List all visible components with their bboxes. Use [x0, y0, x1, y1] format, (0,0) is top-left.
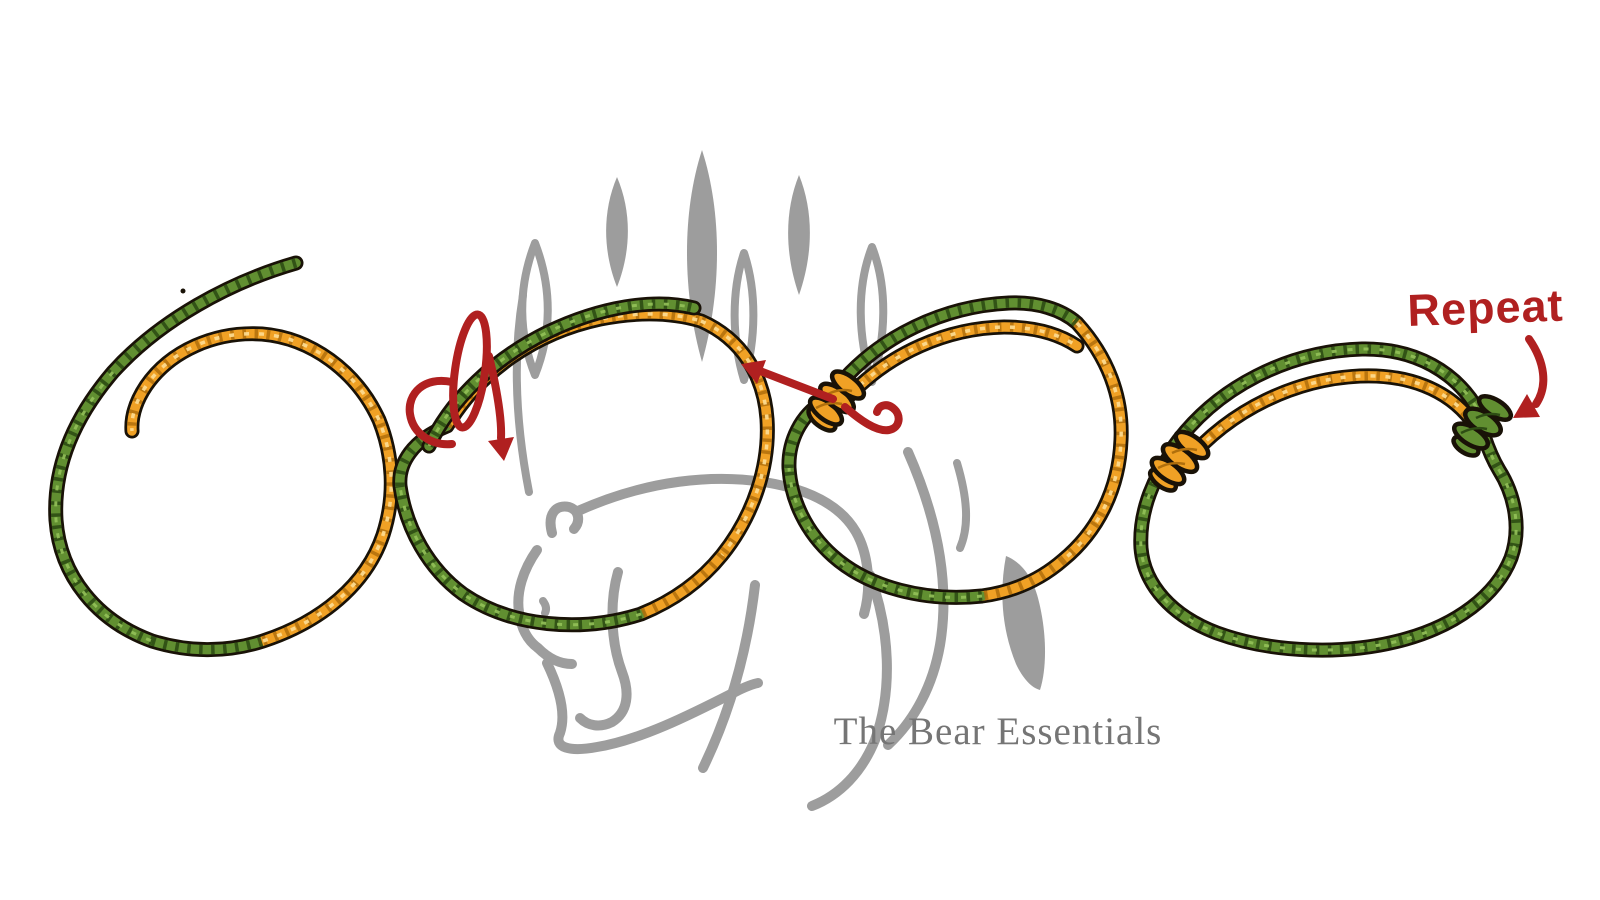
- knot-hatching: [1157, 447, 1198, 470]
- bear-chest-belly-line: [542, 658, 763, 755]
- rope-segment: [701, 321, 767, 555]
- bear-paw-print-logo: [512, 150, 1046, 811]
- rope-highlight: [699, 319, 770, 557]
- bear-jaw-line: [533, 643, 577, 669]
- bear-nose-mark: [539, 597, 551, 617]
- rope-texture: [132, 334, 379, 431]
- claw-filled: [788, 175, 810, 295]
- bear-hind-leg-line: [883, 447, 949, 750]
- curved-down-arrow-icon: [1513, 335, 1548, 418]
- rope-segment: [132, 334, 379, 431]
- rope-texture: [1063, 323, 1121, 560]
- bear-paw-line: [953, 459, 971, 552]
- coil-loop: [449, 310, 491, 432]
- arrow-shaft: [485, 352, 506, 442]
- arrow-shaft: [1525, 335, 1548, 408]
- arrow-head: [741, 360, 766, 384]
- coil-arc: [405, 376, 456, 449]
- ink-speck: [180, 288, 186, 294]
- instruction-annotations: Repeat: [405, 280, 1565, 461]
- down-arrow-icon: [485, 352, 514, 461]
- left-sliding-knot: [1147, 429, 1211, 493]
- claw-outline: [518, 239, 552, 379]
- step-4-finished-loop-rope: [1141, 349, 1516, 650]
- wrap-around-coil-arrow-icon: [405, 310, 491, 449]
- bear-front-leg-line: [698, 580, 760, 773]
- left-arrow-icon: [741, 360, 837, 403]
- knot-coil: [1173, 429, 1211, 461]
- claw-outline: [730, 249, 758, 384]
- brand-text: The Bear Essentials: [834, 710, 1163, 753]
- step-1-open-loop-rope: [56, 263, 392, 650]
- knot-hatching: [1460, 412, 1501, 435]
- claw-stem-line: [512, 291, 533, 496]
- rope-texture: [701, 321, 767, 555]
- right-sliding-knot: [1451, 394, 1514, 458]
- rope-texture: [263, 420, 391, 641]
- rope-highlight: [130, 331, 381, 433]
- bear-ear-line: [545, 501, 584, 538]
- knot-hatching: [815, 388, 853, 410]
- knot-coil: [829, 369, 867, 401]
- bear-snout-line: [513, 545, 543, 653]
- bear-shoulder-line: [575, 567, 632, 731]
- claw-filled: [606, 177, 628, 287]
- bear-hind-leg-line: [807, 570, 892, 811]
- arrow-head: [1513, 394, 1540, 418]
- arrow-shaft: [756, 367, 837, 403]
- bear-back-line: [573, 473, 874, 619]
- hooked-tail-curve-icon: [841, 401, 903, 435]
- repeat-label: Repeat: [1407, 280, 1565, 336]
- arrow-head: [488, 437, 514, 461]
- step-3-wrapped-knot-rope: [789, 303, 1121, 597]
